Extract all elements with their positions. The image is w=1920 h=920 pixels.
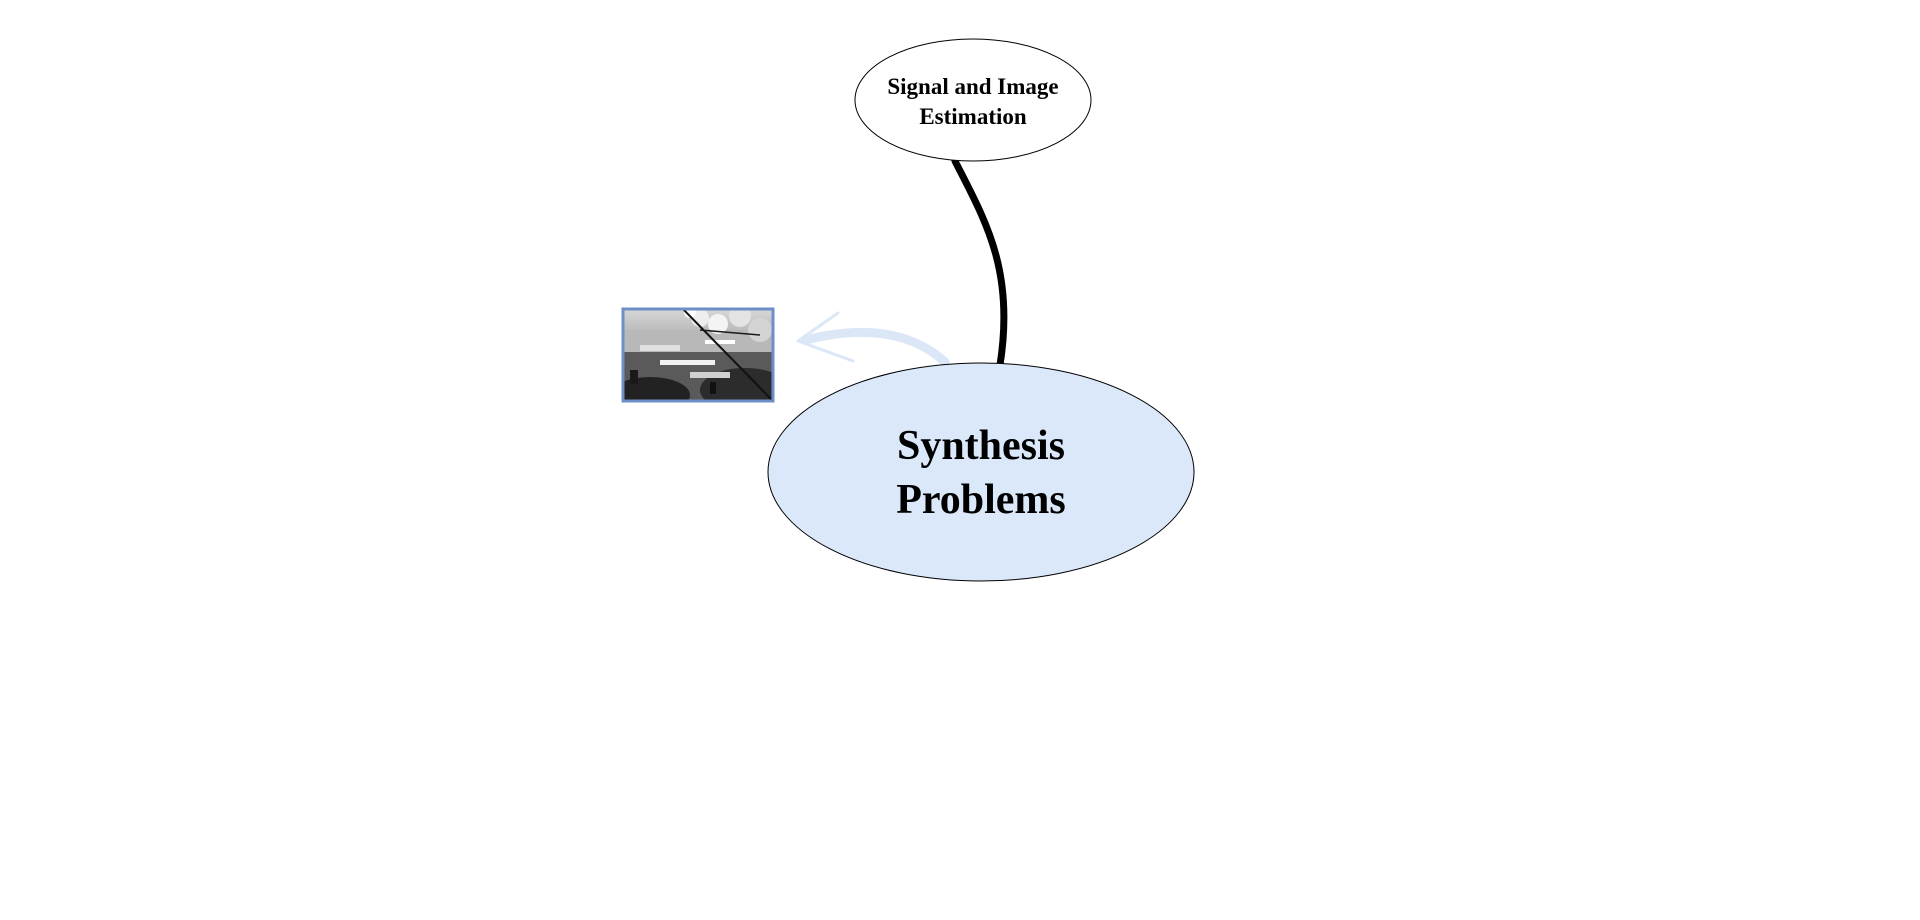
svg-text:Problems: Problems (896, 477, 1066, 523)
svg-text:Signal and Image: Signal and Image (887, 74, 1058, 99)
child-node-label-line-1: Signal and Image (887, 74, 1058, 99)
central-node-label-line-1: Synthesis (897, 423, 1065, 469)
child-node-label-line-2: Estimation (919, 104, 1027, 129)
svg-text:Synthesis: Synthesis (897, 423, 1065, 469)
left-arrow-icon (796, 311, 950, 367)
child-node-signal-and-image-estimation[interactable]: Signal and Image Estimation (854, 38, 1092, 162)
connector-line (951, 157, 1008, 369)
svg-text:Estimation: Estimation (919, 104, 1027, 129)
photo-thumbnail-icon[interactable] (610, 305, 790, 413)
central-node-synthesis-problems[interactable]: Synthesis Problems (767, 362, 1195, 582)
central-node-label-line-2: Problems (896, 477, 1066, 523)
